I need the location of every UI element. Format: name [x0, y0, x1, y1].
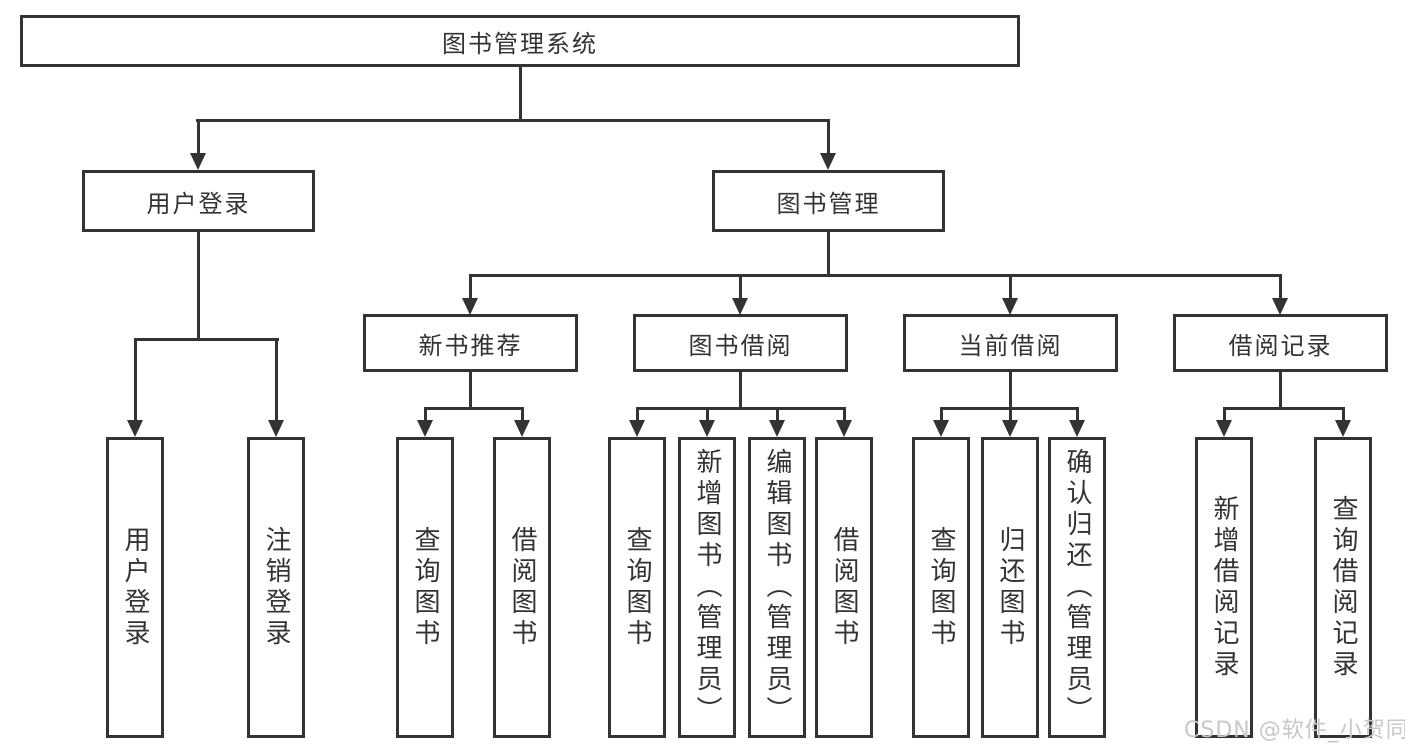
connector-drop — [275, 338, 278, 422]
leaf-logout: 注销登录 — [247, 437, 305, 738]
connector-stem — [197, 232, 200, 338]
leaf-label: 查询图书 — [926, 525, 956, 650]
node-current-borrow: 当前借阅 — [903, 314, 1118, 372]
connector-drop — [521, 407, 524, 422]
connector-drop — [843, 407, 846, 422]
leaf-label: 借阅图书 — [507, 525, 537, 650]
node-new-books-label: 新书推荐 — [418, 331, 523, 360]
connector-bar — [196, 119, 830, 122]
node-root-label: 图书管理系统 — [442, 29, 598, 58]
connector-bar — [1223, 407, 1345, 410]
connector-drop — [940, 407, 943, 422]
connector-stem — [739, 372, 742, 408]
leaf-return-books: 归还图书 — [981, 437, 1039, 738]
leaf-query-books: 查询图书 — [396, 437, 454, 738]
connector-drop — [134, 338, 137, 422]
leaf-label: 查询图书 — [410, 525, 440, 650]
arrowhead-icon — [1002, 420, 1018, 437]
connector-bar — [134, 338, 279, 341]
leaf-label: 新增图书（管理员） — [692, 448, 722, 727]
connector-drop — [1009, 274, 1012, 299]
leaf-confirm-return-admin: 确认归还（管理员） — [1048, 437, 1106, 738]
connector-drop — [739, 274, 742, 299]
leaf-label: 确认归还（管理员） — [1062, 448, 1092, 727]
connector-stem — [519, 67, 522, 119]
arrowhead-icon — [933, 420, 949, 437]
arrowhead-icon — [127, 420, 143, 437]
node-new-books: 新书推荐 — [363, 314, 578, 372]
leaf-label: 编辑图书（管理员） — [762, 448, 792, 727]
node-borrowing: 图书借阅 — [633, 314, 848, 372]
arrowhead-icon — [820, 153, 836, 170]
leaf-label: 注销登录 — [261, 525, 291, 650]
leaf-borrow-books: 借阅图书 — [493, 437, 551, 738]
leaf-label: 查询图书 — [622, 525, 652, 650]
leaf-add-borrow-record: 新增借阅记录 — [1195, 437, 1253, 738]
connector-drop — [1076, 407, 1079, 422]
connector-drop — [469, 274, 472, 299]
leaf-label: 新增借阅记录 — [1209, 494, 1239, 681]
connector-drop — [1009, 407, 1012, 422]
leaf-user-login: 用户登录 — [106, 437, 164, 738]
arrowhead-icon — [514, 420, 530, 437]
leaf-query-books: 查询图书 — [608, 437, 666, 738]
arrowhead-icon — [699, 420, 715, 437]
arrowhead-icon — [629, 420, 645, 437]
connector-drop — [197, 119, 200, 155]
arrowhead-icon — [732, 298, 748, 315]
connector-stem — [469, 372, 472, 408]
arrowhead-icon — [1002, 298, 1018, 315]
connector-drop — [776, 407, 779, 422]
arrowhead-icon — [190, 153, 206, 170]
node-current-borrow-label: 当前借阅 — [958, 331, 1063, 360]
connector-drop — [424, 407, 427, 422]
leaf-add-books-admin: 新增图书（管理员） — [678, 437, 736, 738]
leaf-label: 用户登录 — [120, 525, 150, 650]
leaf-label: 查询借阅记录 — [1328, 494, 1358, 681]
node-user-login-label: 用户登录 — [146, 189, 251, 218]
arrowhead-icon — [462, 298, 478, 315]
connector-stem — [1279, 372, 1282, 408]
connector-stem — [1009, 372, 1012, 408]
leaf-borrow-books: 借阅图书 — [815, 437, 873, 738]
node-book-mgmt: 图书管理 — [712, 170, 945, 232]
connector-drop — [636, 407, 639, 422]
node-root: 图书管理系统 — [20, 15, 1020, 67]
connector-drop — [1223, 407, 1226, 422]
leaf-query-borrow-record: 查询借阅记录 — [1314, 437, 1372, 738]
arrowhead-icon — [268, 420, 284, 437]
connector-stem — [827, 232, 830, 274]
node-borrow-records-label: 借阅记录 — [1228, 331, 1333, 360]
connector-drop — [706, 407, 709, 422]
csdn-watermark: CSDN @软件_小贺同学 — [1184, 718, 1405, 743]
connector-bar — [424, 407, 524, 410]
connector-drop — [1279, 274, 1282, 299]
node-user-login: 用户登录 — [82, 170, 315, 232]
leaf-label: 归还图书 — [995, 525, 1025, 650]
arrowhead-icon — [1335, 420, 1351, 437]
leaf-label: 借阅图书 — [829, 525, 859, 650]
arrowhead-icon — [1272, 298, 1288, 315]
leaf-query-books: 查询图书 — [912, 437, 970, 738]
connector-drop — [1342, 407, 1345, 422]
node-borrowing-label: 图书借阅 — [688, 331, 793, 360]
leaf-edit-books-admin: 编辑图书（管理员） — [748, 437, 806, 738]
arrowhead-icon — [1216, 420, 1232, 437]
connector-bar — [469, 274, 1282, 277]
arrowhead-icon — [769, 420, 785, 437]
connector-bar — [636, 407, 846, 410]
arrowhead-icon — [836, 420, 852, 437]
node-book-mgmt-label: 图书管理 — [776, 189, 881, 218]
node-borrow-records: 借阅记录 — [1173, 314, 1388, 372]
arrowhead-icon — [1069, 420, 1085, 437]
connector-drop — [827, 119, 830, 155]
arrowhead-icon — [417, 420, 433, 437]
